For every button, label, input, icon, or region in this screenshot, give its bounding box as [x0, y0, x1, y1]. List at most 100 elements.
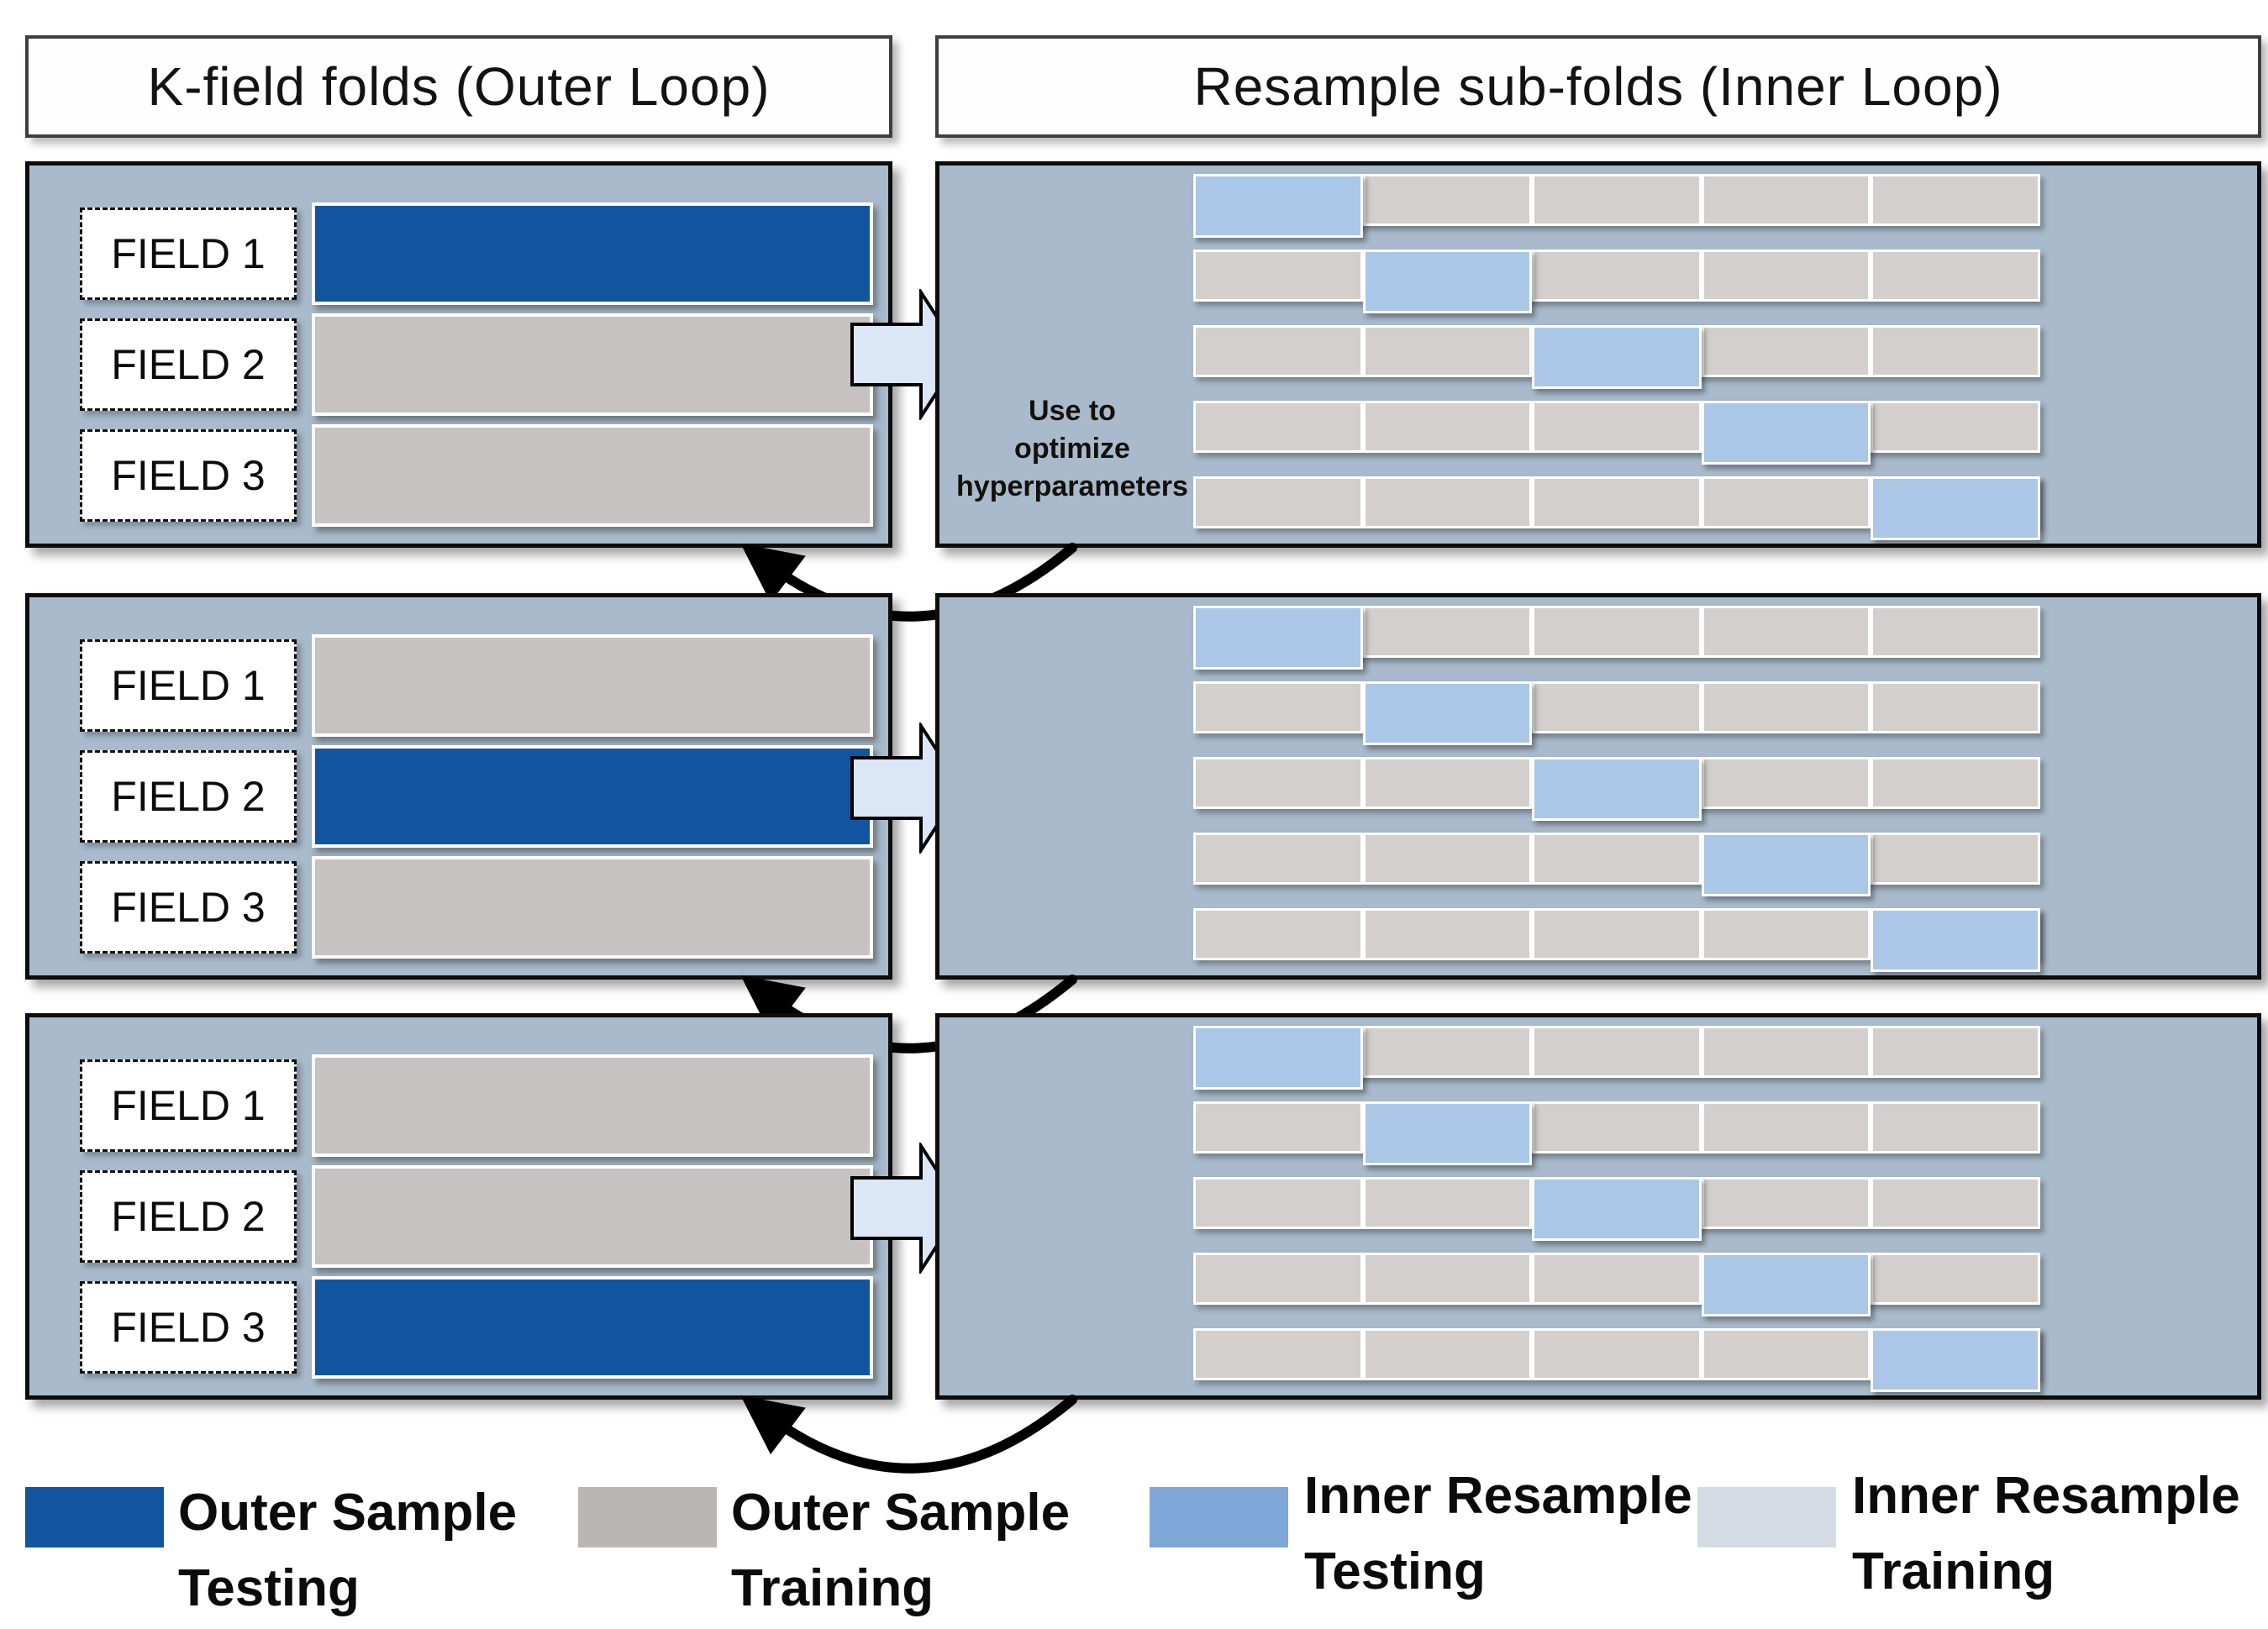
inner-training-segment — [1193, 908, 1363, 960]
inner-resample-row — [1193, 681, 2040, 745]
field-label-text: FIELD 3 — [111, 884, 266, 931]
inner-resample-row — [1193, 908, 2040, 972]
field-label-text: FIELD 2 — [111, 1193, 266, 1240]
inner-training-segment — [1532, 401, 1702, 453]
inner-subfolds-1-panel: Use to optimize hyperparameters — [935, 161, 2261, 548]
inner-training-segment — [1193, 401, 1363, 453]
inner-resample-row — [1193, 1328, 2040, 1392]
inner-training-segment — [1193, 476, 1363, 528]
inner-loop-title-label: Resample sub-folds (Inner Loop) — [1193, 56, 2003, 117]
inner-training-segment — [1871, 1026, 2040, 1078]
inner-training-segment — [1362, 325, 1533, 377]
inner-training-segment — [1362, 1253, 1533, 1305]
feedback-arrow-icon — [740, 1395, 1077, 1474]
inner-training-segment — [1193, 833, 1363, 885]
legend-label-outer-training: Outer Sample Training — [731, 1475, 1134, 1626]
inner-training-segment — [1193, 1253, 1363, 1305]
outer-loop-title-label: K-field folds (Outer Loop) — [147, 56, 771, 117]
outer-fold-3-panel: FIELD 1 FIELD 2 FIELD 3 — [25, 1013, 892, 1400]
legend-label-line: Inner Resample — [1852, 1467, 2240, 1525]
fold3-field2-training-bar — [312, 1165, 873, 1268]
fold1-field1-testing-bar — [312, 202, 873, 305]
inner-training-segment — [1701, 476, 1871, 528]
inner-training-segment — [1871, 757, 2040, 809]
fold1-field3-label: FIELD 3 — [80, 429, 297, 522]
fold2-field3-label: FIELD 3 — [80, 861, 297, 954]
inner-training-segment — [1871, 250, 2040, 302]
inner-resample-row — [1193, 757, 2040, 821]
inner-training-segment — [1532, 833, 1702, 885]
inner-resample-row — [1193, 250, 2040, 313]
legend-swatch-inner-testing — [1150, 1487, 1288, 1548]
inner-testing-segment — [1701, 833, 1871, 896]
legend-label-line: Inner Resample — [1304, 1467, 1692, 1525]
inner-resample-row — [1193, 1026, 2040, 1090]
inner-training-segment — [1701, 1328, 1871, 1380]
inner-training-segment — [1701, 250, 1871, 302]
fold3-field1-training-bar — [312, 1054, 873, 1157]
fold2-field2-label: FIELD 2 — [80, 750, 297, 843]
inner-training-segment — [1532, 1253, 1702, 1305]
inner-training-segment — [1532, 1101, 1702, 1153]
hyperparameter-note: Use to optimize hyperparameters — [946, 392, 1198, 506]
hyperparameter-note-line3: hyperparameters — [956, 470, 1188, 502]
inner-resample-row — [1193, 476, 2040, 540]
inner-training-segment — [1362, 606, 1533, 658]
inner-training-segment — [1362, 1328, 1533, 1380]
field-label-text: FIELD 1 — [111, 662, 266, 709]
inner-loop-title: Resample sub-folds (Inner Loop) — [935, 35, 2261, 138]
field-label-text: FIELD 1 — [111, 230, 266, 277]
inner-training-segment — [1701, 1177, 1871, 1229]
fold1-field1-label: FIELD 1 — [80, 208, 297, 300]
inner-resample-row — [1193, 174, 2040, 238]
hyperparameter-note-line2: optimize — [1014, 433, 1130, 465]
field-label-text: FIELD 3 — [111, 452, 266, 499]
inner-subfolds-2-panel — [935, 593, 2261, 980]
inner-training-segment — [1362, 1026, 1533, 1078]
inner-training-segment — [1532, 1328, 1702, 1380]
inner-training-segment — [1532, 476, 1702, 528]
inner-training-segment — [1362, 833, 1533, 885]
inner-training-segment — [1701, 908, 1871, 960]
field-label-text: FIELD 1 — [111, 1082, 266, 1129]
inner-training-segment — [1193, 1101, 1363, 1153]
inner-testing-segment — [1193, 606, 1363, 670]
inner-training-segment — [1193, 325, 1363, 377]
inner-training-segment — [1362, 757, 1533, 809]
inner-testing-segment — [1871, 476, 2040, 540]
inner-resample-row — [1193, 833, 2040, 896]
inner-testing-segment — [1701, 1253, 1871, 1316]
inner-resample-row — [1193, 1253, 2040, 1316]
inner-training-segment — [1701, 606, 1871, 658]
inner-training-segment — [1362, 476, 1533, 528]
inner-testing-segment — [1193, 174, 1363, 238]
inner-training-segment — [1362, 1177, 1533, 1229]
legend-label-line: Outer Sample — [731, 1484, 1071, 1542]
fold1-field2-training-bar — [312, 313, 873, 416]
inner-training-segment — [1362, 174, 1533, 226]
fold3-field2-label: FIELD 2 — [80, 1170, 297, 1263]
inner-resample-row — [1193, 1101, 2040, 1165]
inner-training-segment — [1532, 681, 1702, 733]
field-label-text: FIELD 3 — [111, 1304, 266, 1351]
inner-testing-segment — [1362, 1101, 1533, 1165]
inner-training-segment — [1532, 908, 1702, 960]
inner-training-segment — [1193, 1177, 1363, 1229]
inner-training-segment — [1871, 401, 2040, 453]
inner-testing-segment — [1532, 1177, 1702, 1241]
inner-training-segment — [1701, 1101, 1871, 1153]
fold3-field3-label: FIELD 3 — [80, 1281, 297, 1374]
inner-training-segment — [1701, 174, 1871, 226]
legend-label-line: Training — [731, 1559, 934, 1617]
inner-training-segment — [1871, 325, 2040, 377]
inner-testing-segment — [1532, 757, 1702, 821]
inner-resample-row — [1193, 1177, 2040, 1241]
inner-training-segment — [1871, 681, 2040, 733]
inner-resample-row — [1193, 401, 2040, 465]
field-label-text: FIELD 2 — [111, 341, 266, 388]
inner-training-segment — [1871, 174, 2040, 226]
inner-training-segment — [1532, 250, 1702, 302]
inner-training-segment — [1532, 1026, 1702, 1078]
inner-training-segment — [1532, 174, 1702, 226]
